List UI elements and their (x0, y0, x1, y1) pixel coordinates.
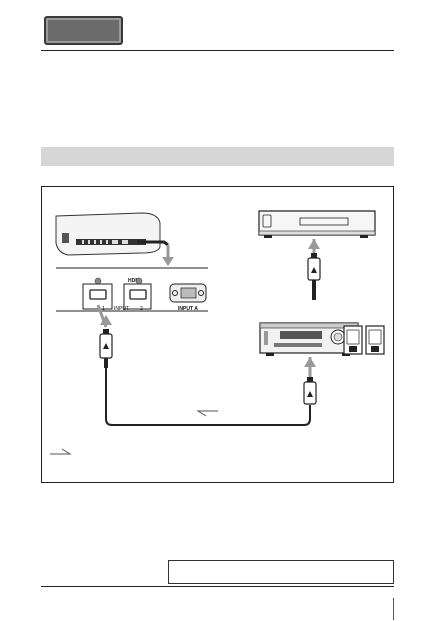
hdmi-logo: HDMI (128, 278, 141, 284)
input-1-label: 1 (102, 306, 105, 312)
input-2-label: 2 (140, 306, 143, 312)
speakers-illustration (343, 325, 385, 355)
connection-diagram: HDMI 1 INPUT 2 INPUT A (41, 186, 394, 483)
projector-illustration (55, 212, 169, 256)
section-heading-bar (41, 147, 394, 166)
hdmi-cable-player (307, 239, 321, 300)
signal-flow-arrow (196, 410, 218, 417)
hdmi-cable-amplifier (303, 357, 317, 405)
connection-diagram-svg: HDMI 1 INPUT 2 INPUT A (50, 210, 385, 455)
projector-input-panel: HDMI 1 INPUT 2 INPUT A (56, 267, 208, 312)
input-a-label: INPUT A (178, 306, 198, 312)
input-caption: INPUT (114, 306, 129, 312)
av-amplifier-illustration (259, 322, 359, 356)
header-rule (41, 50, 394, 51)
page-edge-mark (393, 598, 394, 620)
legend-arrow-icon (50, 448, 72, 455)
video-player-illustration (258, 210, 376, 238)
hdmi-cable-line (105, 368, 311, 426)
section-tab (44, 16, 123, 45)
note-box (168, 560, 394, 584)
hdmi-port-1 (89, 289, 107, 300)
footer-rule (41, 586, 394, 587)
hdmi-port-2 (129, 289, 147, 300)
hdmi-cable-projector (96, 304, 113, 368)
